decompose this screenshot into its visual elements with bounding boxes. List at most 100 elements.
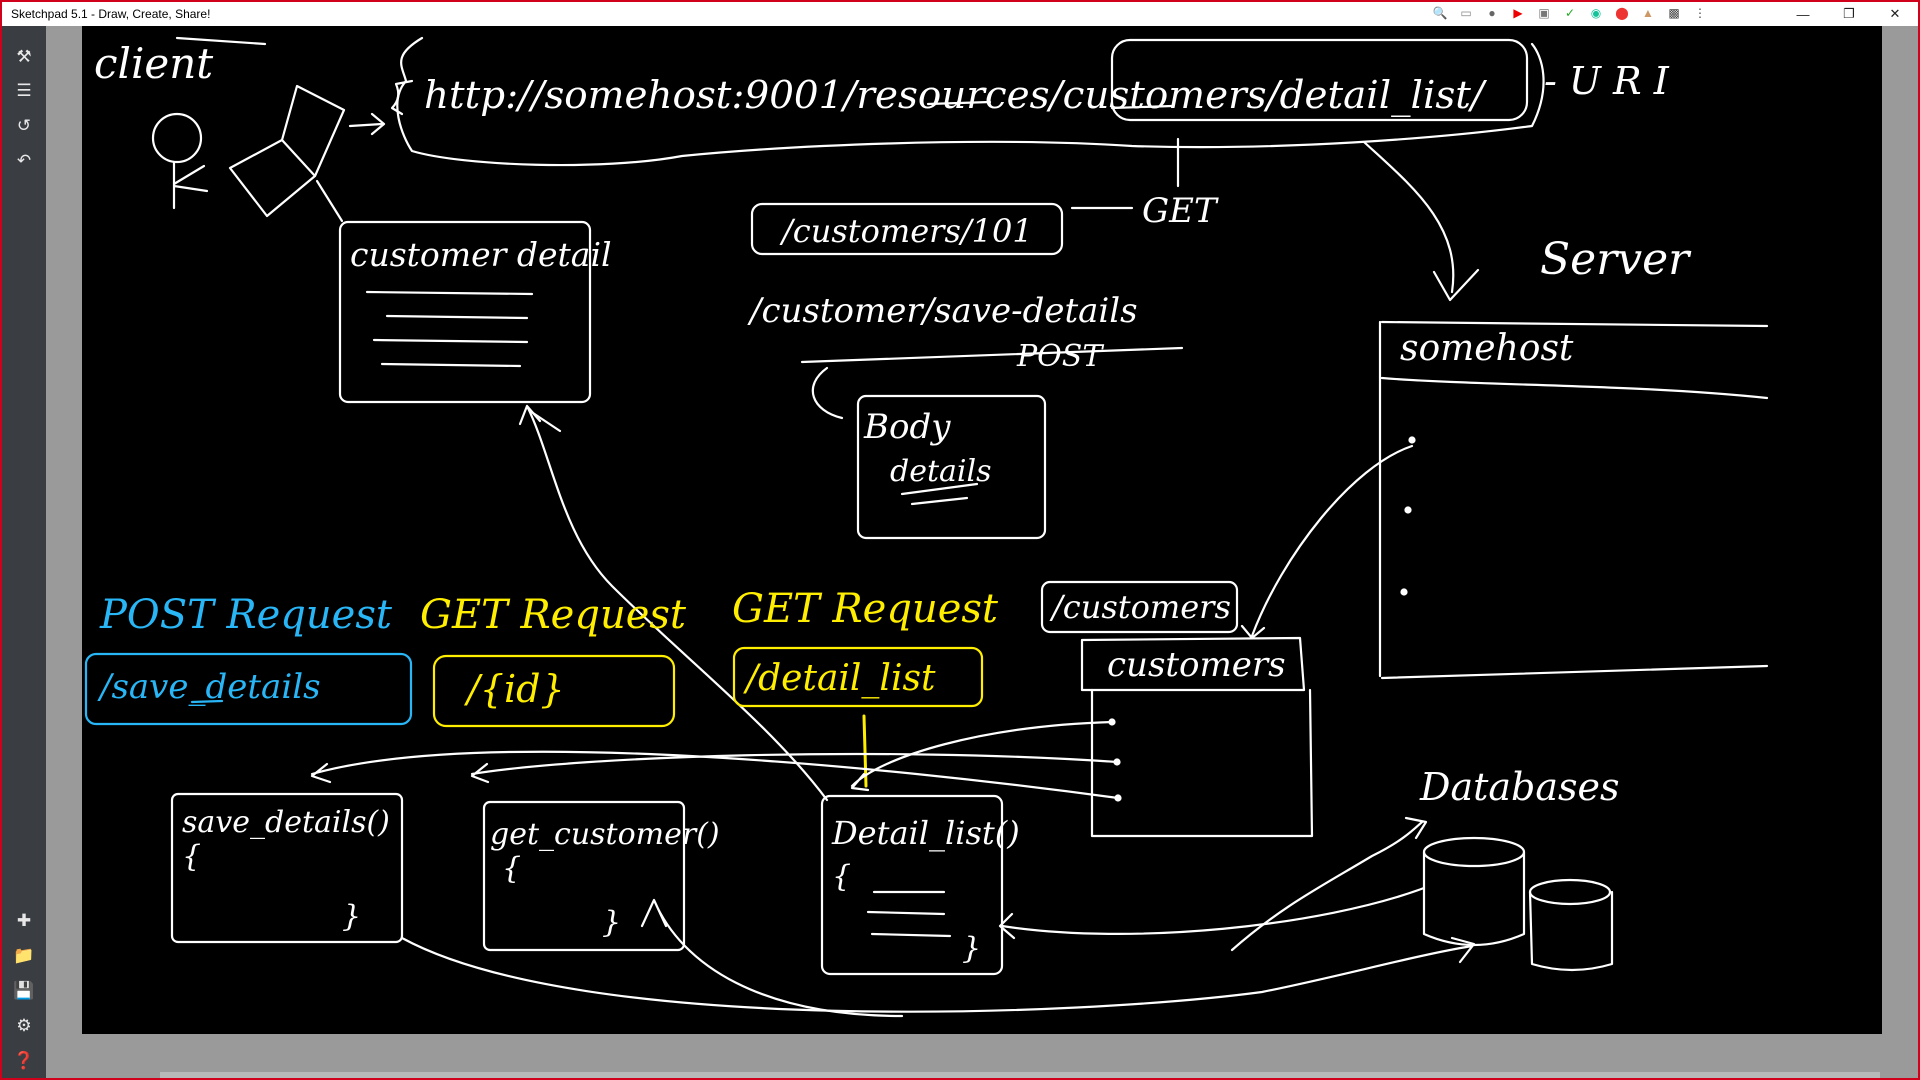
get-customer-return-arrow [640,898,904,1018]
customers-controller-box [1090,688,1314,838]
server-dot-3 [1400,588,1408,596]
server-box [1378,320,1769,680]
arrow-to-detail-list [850,720,1114,792]
record-icon[interactable]: ⬤ [1615,6,1629,20]
server-label: Server [1540,234,1692,285]
details-underline [900,482,979,506]
somehost-label: somehost [1400,328,1574,369]
grammarly-icon[interactable]: ◉ [1590,6,1602,20]
save-details-endpoint-box [84,652,413,726]
arrow-to-save-details [310,750,1120,800]
body-bracket [811,366,844,420]
uri-label: - U R I [1544,59,1670,103]
get-request-label-2: GET Request [732,586,999,632]
arrow-to-get-customer [470,752,1119,784]
customers-101-path: /customers/101 [779,212,1033,250]
history-icon[interactable]: ↺ [16,116,32,136]
detail-list-endpoint-box [732,646,984,708]
save-details-endpoint: /save_details [97,667,321,707]
detail-list-lines [866,890,952,938]
cast-icon[interactable]: ▭ [1460,6,1472,20]
save-underscore [190,699,224,704]
db-to-detail-list-arrow [998,886,1426,940]
save-path-underline [800,346,1184,364]
stick-figure-head [151,112,203,164]
save-details-fn: save_details() [182,805,390,840]
arrow-tail [528,409,562,433]
save-to-db-arrow [400,936,1476,1013]
tools-icon[interactable]: ⚒ [16,47,32,67]
server-dot-1 [1408,436,1416,444]
client-label: client [94,39,213,88]
window-title: Sketchpad 5.1 - Draw, Create, Share! [11,7,211,21]
databases-label: Databases [1419,765,1620,809]
layers-icon[interactable]: ☰ [16,81,32,101]
screenshot-icon[interactable]: ▣ [1538,6,1550,20]
db2-top [1528,878,1612,906]
id-endpoint: /{id} [463,667,565,711]
pin-icon[interactable]: ● [1488,6,1496,20]
puzzle-icon[interactable]: ▩ [1668,6,1680,20]
body-box [856,394,1047,540]
shield-icon[interactable]: ▲ [1642,6,1654,20]
url-brace [390,79,414,116]
get-label-top: GET [1142,191,1219,231]
detail-brace-close: } [962,931,981,966]
save-details-fn-box [170,792,404,944]
add-icon[interactable]: ✚ [16,911,32,931]
help-icon[interactable]: ❓ [13,1051,35,1071]
customer-detail-lines [365,290,534,368]
resources-underline [926,100,992,106]
drawing-canvas[interactable]: client http://somehost:9001/resources/cu… [82,26,1882,1034]
laptop-to-detail-line [315,179,344,223]
youtube-icon[interactable]: ▶ [1513,6,1523,20]
customer-detail-title: customer detail [350,235,612,274]
url-cloud [396,36,1545,167]
edit-icon[interactable]: ✓ [1564,6,1576,20]
whiteboard-sketch: client http://somehost:9001/resources/cu… [84,36,1769,1018]
db-query-arrow [1230,816,1428,952]
customers-box-label: customers [1107,645,1286,685]
detail-list-fn-box [820,794,1004,976]
laptop-icon [228,84,346,218]
body-label: Body [863,407,951,447]
customers-underline [1110,104,1174,110]
more-icon[interactable]: ⋮ [1694,6,1706,20]
post-request-label: POST Request [99,592,393,638]
customers-path: /customers [1049,588,1231,626]
zoom-icon[interactable]: 🔍 [1432,6,1448,20]
folder-icon[interactable]: 📁 [13,946,35,966]
get-customer-fn-box [482,800,686,952]
db2-body [1528,890,1614,972]
close-icon[interactable]: ✕ [1889,6,1901,21]
horizontal-scrollbar[interactable] [160,1072,1880,1078]
stick-figure-body [172,160,209,210]
server-to-customers-arrow [1240,444,1414,640]
detail-brace-open: { [832,859,851,894]
customer-save-path: /customer/save-details [747,291,1138,331]
customers-header-box [1080,636,1306,692]
customers-path-box [1040,580,1239,634]
get-request-label-1: GET Request [420,592,687,638]
customers-detail-list-box [1110,38,1529,122]
client-underline [175,36,267,46]
url-text: http://somehost:9001/resources/customers… [424,73,1487,118]
get-brace-open: { [502,851,521,886]
cloud-to-server-arrow [1362,140,1480,302]
minimize-icon[interactable]: — [1796,6,1810,22]
undo-icon[interactable]: ↶ [16,151,32,171]
restore-icon[interactable]: ❐ [1843,6,1855,21]
detail-list-fn: Detail_list() [831,814,1020,852]
save-icon[interactable]: 💾 [13,981,35,1001]
settings-icon[interactable]: ⚙ [16,1016,32,1036]
get-customer-fn: get_customer() [490,817,720,852]
customers-101-box [750,202,1064,256]
title-bar: Sketchpad 5.1 - Draw, Create, Share! 🔍 ▭… [2,2,1918,26]
detail-list-endpoint: /detail_list [743,658,936,699]
window-controls: — ❐ ✕ [1780,2,1918,26]
save-brace-close: } [342,899,361,934]
customer-detail-card [338,220,592,404]
left-toolbar: ⚒ ☰ ↺ ↶ ✚ 📁 💾 ⚙ ❓ [2,26,46,1078]
post-label-top: POST [1016,339,1104,374]
